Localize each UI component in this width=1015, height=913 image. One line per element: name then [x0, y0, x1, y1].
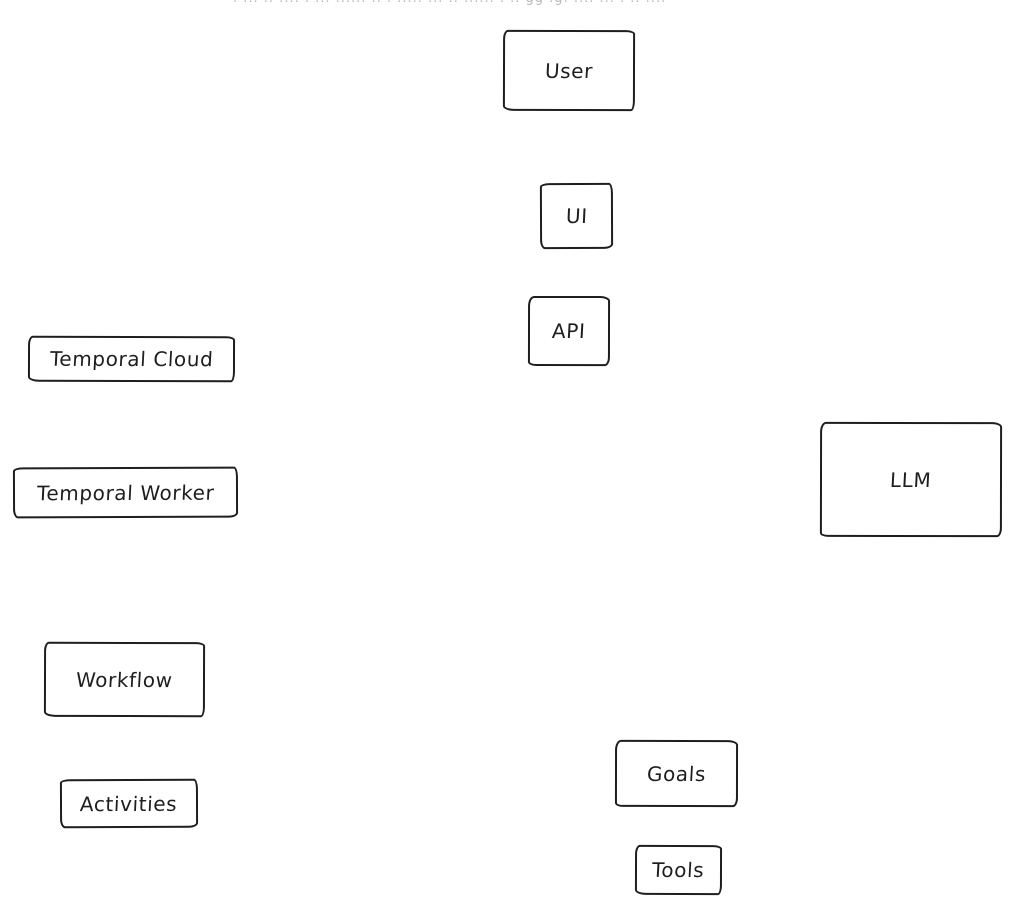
- node-goals-label: Goals: [646, 761, 707, 786]
- node-api-label: API: [551, 318, 587, 344]
- node-goals[interactable]: Goals: [614, 739, 739, 808]
- node-activities[interactable]: Activities: [59, 778, 199, 829]
- node-llm[interactable]: LLM: [819, 421, 1003, 538]
- node-temporal-cloud-label: Temporal Cloud: [49, 346, 214, 372]
- node-ui[interactable]: UI: [539, 182, 614, 250]
- node-tools[interactable]: Tools: [634, 844, 723, 896]
- cropped-top-text: . ... .. .... . ... ...... .. . ..... ..…: [233, 0, 793, 6]
- node-tools-label: Tools: [651, 857, 706, 883]
- node-temporal-worker[interactable]: Temporal Worker: [12, 466, 239, 519]
- node-workflow[interactable]: Workflow: [43, 641, 206, 718]
- node-user-label: User: [544, 58, 594, 83]
- node-ui-label: UI: [565, 203, 588, 229]
- node-workflow-label: Workflow: [75, 667, 174, 692]
- node-api[interactable]: API: [527, 295, 611, 367]
- node-activities-label: Activities: [79, 791, 179, 816]
- node-llm-label: LLM: [889, 467, 933, 492]
- node-user[interactable]: User: [502, 29, 636, 112]
- node-temporal-cloud[interactable]: Temporal Cloud: [27, 335, 236, 383]
- node-temporal-worker-label: Temporal Worker: [36, 480, 215, 505]
- cropped-top-text-remnant: . ... .. .... . ... ...... .. . ..... ..…: [233, 0, 793, 5]
